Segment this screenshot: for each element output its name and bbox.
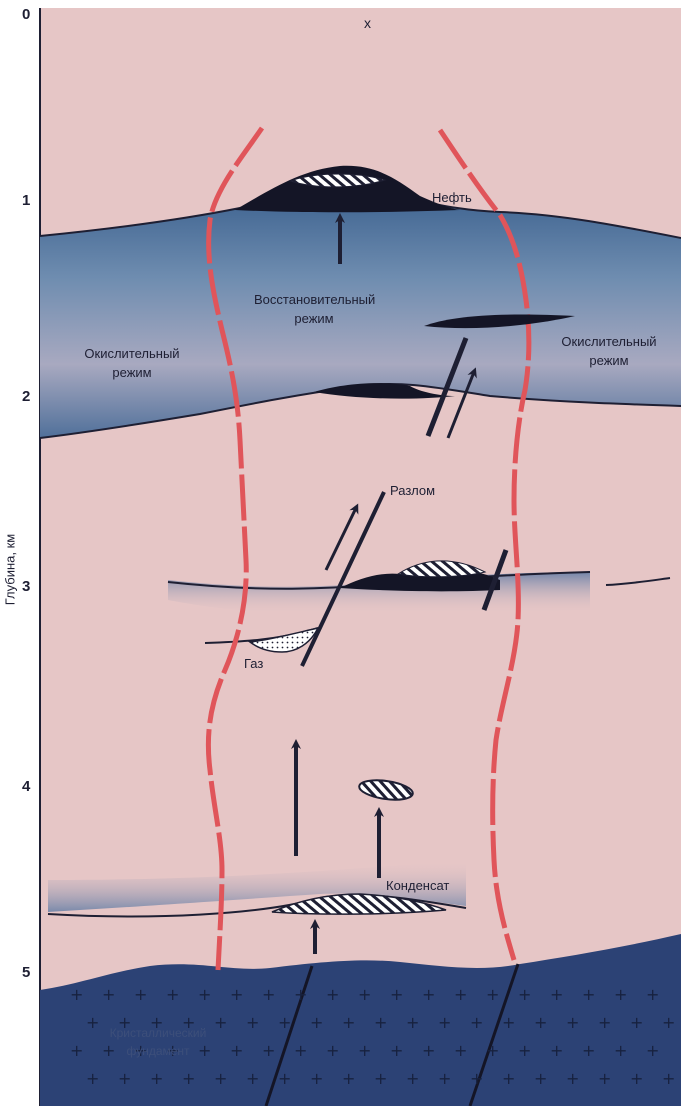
- basement-plus-mark: +: [70, 985, 83, 1004]
- basement-plus-mark: +: [246, 1069, 259, 1088]
- basement-plus-mark: +: [294, 1041, 307, 1060]
- basement-plus-mark: +: [630, 1013, 643, 1032]
- basement-plus-mark: +: [166, 985, 179, 1004]
- basement-plus-mark: +: [646, 985, 659, 1004]
- basement-plus-mark: +: [342, 1013, 355, 1032]
- basement-plus-mark: +: [534, 1069, 547, 1088]
- basement-plus-mark: +: [390, 985, 403, 1004]
- basement-plus-mark: +: [550, 1041, 563, 1060]
- label-condensate: Конденсат: [386, 878, 449, 893]
- label-crystalline-basement: Кристаллический фундамент: [88, 1024, 228, 1060]
- basement-plus-mark: +: [102, 985, 115, 1004]
- basement-plus-mark: +: [358, 985, 371, 1004]
- basement-plus-mark: +: [406, 1069, 419, 1088]
- label-oxidizing-regime-left: Окислительный режим: [72, 344, 192, 382]
- basement-plus-mark: +: [470, 1069, 483, 1088]
- basement-plus-mark: +: [214, 1069, 227, 1088]
- basement-plus-mark: +: [534, 1013, 547, 1032]
- basement-plus-mark: +: [566, 1013, 579, 1032]
- basement-plus-mark: +: [630, 1069, 643, 1088]
- basement-plus-mark: +: [486, 1041, 499, 1060]
- basement-plus-mark: +: [230, 985, 243, 1004]
- basement-plus-mark: +: [278, 1013, 291, 1032]
- depth-tick-4: 4: [22, 778, 30, 795]
- label-oil: Нефть: [432, 190, 472, 205]
- basement-plus-mark: +: [502, 1013, 515, 1032]
- basement-plus-mark: +: [230, 1041, 243, 1060]
- basement-plus-mark: +: [422, 985, 435, 1004]
- basement-plus-mark: +: [358, 1041, 371, 1060]
- basement-plus-mark: +: [662, 1069, 675, 1088]
- basement-plus-mark: +: [614, 1041, 627, 1060]
- basement-plus-mark: +: [246, 1013, 259, 1032]
- basement-plus-mark: +: [390, 1041, 403, 1060]
- basement-plus-mark: +: [662, 1013, 675, 1032]
- basement-plus-mark: +: [454, 1041, 467, 1060]
- basement-plus-mark: +: [502, 1069, 515, 1088]
- basement-plus-mark: +: [454, 985, 467, 1004]
- basement-plus-mark: +: [294, 985, 307, 1004]
- basement-plus-mark: +: [278, 1069, 291, 1088]
- basement-plus-mark: +: [374, 1013, 387, 1032]
- basement-plus-mark: +: [598, 1013, 611, 1032]
- basement-plus-mark: +: [70, 1041, 83, 1060]
- basement-plus-mark: +: [582, 985, 595, 1004]
- basement-plus-mark: +: [582, 1041, 595, 1060]
- basement-plus-mark: +: [198, 985, 211, 1004]
- depth-tick-0: 0: [22, 6, 30, 23]
- basement-plus-mark: +: [118, 1069, 131, 1088]
- basement-plus-mark: +: [182, 1069, 195, 1088]
- basement-plus-mark: +: [598, 1069, 611, 1088]
- depth-tick-1: 1: [22, 192, 30, 209]
- basement-plus-mark: +: [326, 1041, 339, 1060]
- basement-plus-mark: +: [422, 1041, 435, 1060]
- basement-plus-mark: +: [518, 985, 531, 1004]
- basement-plus-mark: +: [262, 985, 275, 1004]
- label-reducing-regime: Восстановительный режим: [254, 290, 374, 328]
- label-oxidizing-regime-right: Окислительный режим: [544, 332, 674, 370]
- top-marker: x: [364, 15, 371, 31]
- basement-plus-mark: +: [406, 1013, 419, 1032]
- y-axis-label: Глубина, км: [3, 522, 18, 618]
- basement-plus-mark: +: [550, 985, 563, 1004]
- depth-tick-2: 2: [22, 388, 30, 405]
- basement-plus-mark: +: [342, 1069, 355, 1088]
- basement-plus-mark: +: [86, 1069, 99, 1088]
- label-fault: Разлом: [390, 483, 435, 498]
- basement-plus-mark: +: [470, 1013, 483, 1032]
- basement-plus-mark: +: [486, 985, 499, 1004]
- basement-plus-mark: +: [262, 1041, 275, 1060]
- basement-plus-mark: +: [310, 1013, 323, 1032]
- basement-plus-mark: +: [374, 1069, 387, 1088]
- basement-plus-mark: +: [566, 1069, 579, 1088]
- depth-tick-5: 5: [22, 964, 30, 981]
- basement-plus-mark: +: [438, 1013, 451, 1032]
- basement-plus-mark: +: [438, 1069, 451, 1088]
- label-gas: Газ: [244, 656, 263, 671]
- depth-tick-3: 3: [22, 578, 30, 595]
- basement-plus-mark: +: [518, 1041, 531, 1060]
- basement-plus-mark: +: [614, 985, 627, 1004]
- basement-plus-mark: +: [326, 985, 339, 1004]
- basement-plus-mark: +: [150, 1069, 163, 1088]
- basement-plus-mark: +: [646, 1041, 659, 1060]
- basement-plus-mark: +: [310, 1069, 323, 1088]
- basement-plus-mark: +: [134, 985, 147, 1004]
